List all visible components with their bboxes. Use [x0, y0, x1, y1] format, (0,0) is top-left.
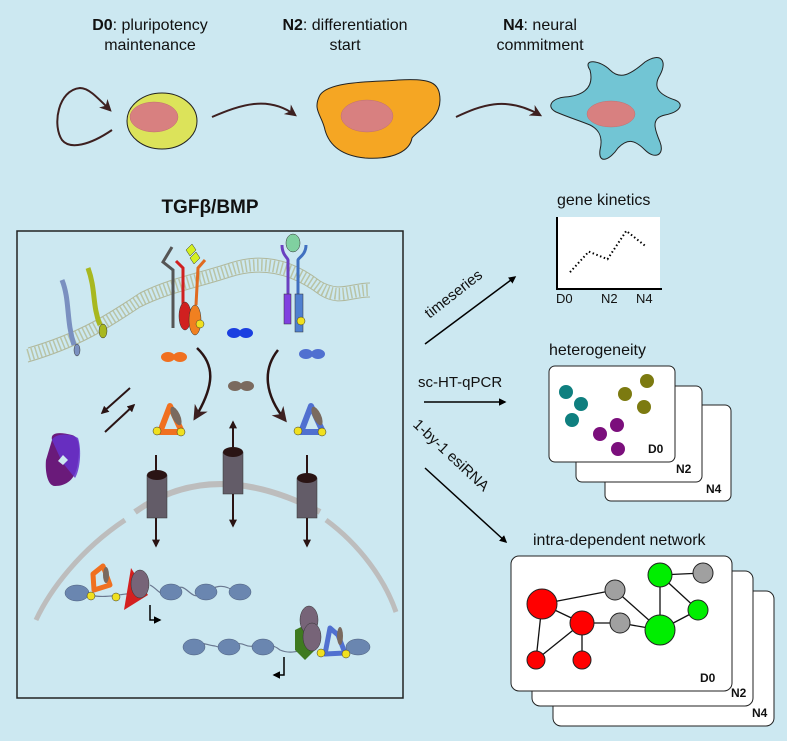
stage-code: N2 — [282, 17, 303, 34]
phospho-arrow-left — [193, 347, 212, 421]
cell-dot — [637, 400, 651, 414]
stage-desc: : differentiation — [302, 17, 408, 34]
equilibrium-arrow-left — [100, 387, 131, 415]
panel-title: TGFβ/BMP — [161, 197, 259, 218]
net-card-label-n4: N4 — [752, 706, 768, 720]
nuclear-pore-right — [296, 455, 318, 548]
stage-label-n4: N4: neural commitment — [465, 16, 615, 56]
cell-dot — [559, 385, 573, 399]
het-card-label-n2: N2 — [676, 462, 692, 476]
network-node-green — [644, 614, 676, 646]
stage-desc: : neural — [523, 17, 577, 34]
stage-desc: : pluripotency — [112, 17, 208, 34]
network-node-green — [687, 599, 709, 621]
qpcr-label: sc-HT-qPCR — [418, 374, 503, 391]
network-node-gray — [692, 562, 714, 584]
nuclear-pore-center — [222, 420, 244, 528]
pathway-panel — [16, 230, 404, 699]
tss-arrow-upper — [149, 605, 162, 624]
network-node-gray — [609, 612, 631, 634]
inhibitor-protein — [45, 433, 81, 486]
kinetics-tick-d0: D0 — [556, 291, 573, 306]
tss-arrow-lower — [272, 657, 285, 679]
network-node-red — [569, 610, 595, 636]
smad4-coSMAD — [228, 381, 254, 391]
stage-label-d0: D0: pluripotency maintenance — [60, 16, 240, 56]
network-title: intra-dependent network — [533, 532, 706, 549]
esirna-arrow — [424, 467, 508, 544]
kinetics-tick-n2: N2 — [601, 291, 618, 306]
stage-label-n2: N2: differentiation start — [255, 16, 435, 56]
phospho-arrow-right — [266, 349, 287, 423]
timeseries-arrow — [424, 276, 517, 345]
coreceptor-blue — [59, 279, 81, 357]
gene-kinetics-title: gene kinetics — [557, 192, 651, 209]
chromatin-upper — [64, 563, 252, 624]
cell-dot — [610, 418, 624, 432]
cell-dot — [593, 427, 607, 441]
cell-dot — [565, 413, 579, 427]
stage-desc: commitment — [496, 37, 584, 54]
heterogeneity-title: heterogeneity — [549, 342, 646, 359]
net-card-label-d0: D0 — [700, 671, 716, 685]
nuclear-pore-left — [146, 455, 168, 548]
net-card-label-n2: N2 — [731, 686, 747, 700]
cell-dot — [611, 442, 625, 456]
transition-arrow-n2-n4 — [455, 102, 543, 118]
cell-n2 — [316, 79, 441, 159]
stage-code: D0 — [92, 17, 113, 34]
smad-blue-dark — [227, 328, 253, 338]
bmp-receptor — [280, 233, 308, 333]
network-node-red — [526, 588, 558, 620]
kinetics-tick-n4: N4 — [636, 291, 653, 306]
gene-kinetics-chart — [556, 217, 662, 290]
stage-desc: maintenance — [104, 37, 196, 54]
cell-dot — [640, 374, 654, 388]
network-node-red — [572, 650, 592, 670]
kinetics-axes — [556, 217, 662, 290]
stage-code: N4 — [503, 17, 524, 34]
cell-n4 — [550, 57, 681, 160]
het-card-label-n4: N4 — [706, 482, 722, 496]
heterogeneity-card-d0 — [548, 365, 676, 463]
network-node-green — [647, 562, 673, 588]
smad-complex-blue — [293, 403, 327, 437]
cell-dot — [618, 387, 632, 401]
cell-d0 — [126, 92, 198, 150]
transition-arrow-d0-n2 — [211, 102, 297, 118]
chromatin-lower — [182, 605, 371, 679]
smad-complex-orange — [152, 403, 186, 437]
network-node-red — [526, 650, 546, 670]
stage-desc: start — [329, 37, 361, 54]
kinetics-plot-area — [557, 217, 660, 289]
network-cards — [510, 555, 775, 727]
cell-dot — [574, 397, 588, 411]
kinetics-series-line — [569, 229, 646, 273]
coreceptor-green — [85, 267, 108, 339]
het-card-label-d0: D0 — [648, 442, 664, 456]
self-renewal-arrow — [56, 86, 113, 147]
smad-blue-light — [299, 349, 325, 359]
heterogeneity-cards — [548, 365, 732, 502]
tgfb-receptor — [161, 243, 207, 336]
smad-orange — [161, 352, 187, 362]
network-node-gray — [604, 579, 626, 601]
equilibrium-arrow-right — [104, 403, 136, 433]
